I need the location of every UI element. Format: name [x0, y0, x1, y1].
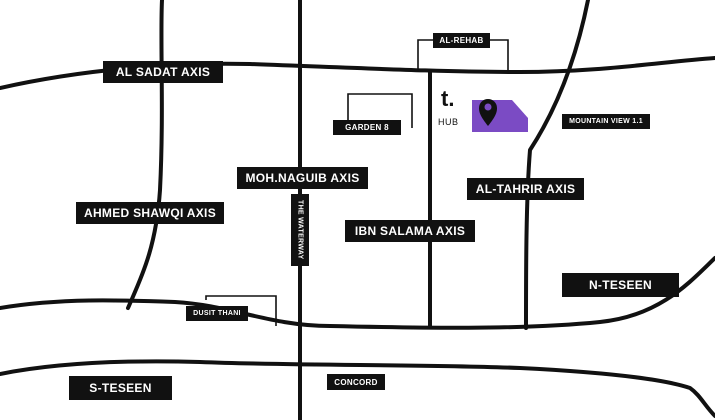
connector-dusit-thani	[205, 295, 277, 326]
label-dusit-thani: DUSIT THANI	[186, 306, 248, 321]
label-moh-naguib-axis: MOH.NAGUIB AXIS	[237, 167, 368, 189]
connector-garden-8	[347, 93, 413, 128]
brand-logo-mark: t.	[441, 86, 455, 111]
label-ahmed-shawqi-axis: AHMED SHAWQI AXIS	[76, 202, 224, 224]
road-n-teseen	[0, 256, 715, 330]
label-al-tahrir-axis: AL-TAHRIR AXIS	[467, 178, 584, 200]
label-n-teseen: N-TESEEN	[562, 273, 679, 297]
brand-logo-text: HUB	[438, 117, 459, 127]
location-pin-icon[interactable]	[479, 99, 497, 126]
label-al-rehab: AL-REHAB	[433, 33, 490, 48]
brand-logo: t. HUB	[438, 88, 468, 134]
road-al-tahrir-axis	[524, 0, 590, 330]
label-mountain-view: MOUNTAIN VIEW 1.1	[562, 114, 650, 129]
label-ibn-salama-axis: IBN SALAMA AXIS	[345, 220, 475, 242]
road-ahmed-shawqi-axis	[126, 0, 164, 310]
label-garden-8: GARDEN 8	[333, 120, 401, 135]
label-the-waterway: THE WATERWAY	[291, 194, 309, 266]
label-al-sadat-axis: AL SADAT AXIS	[103, 61, 223, 83]
road-s-teseen	[0, 359, 715, 418]
label-s-teseen: S-TESEEN	[69, 376, 172, 400]
label-concord: CONCORD	[327, 374, 385, 390]
